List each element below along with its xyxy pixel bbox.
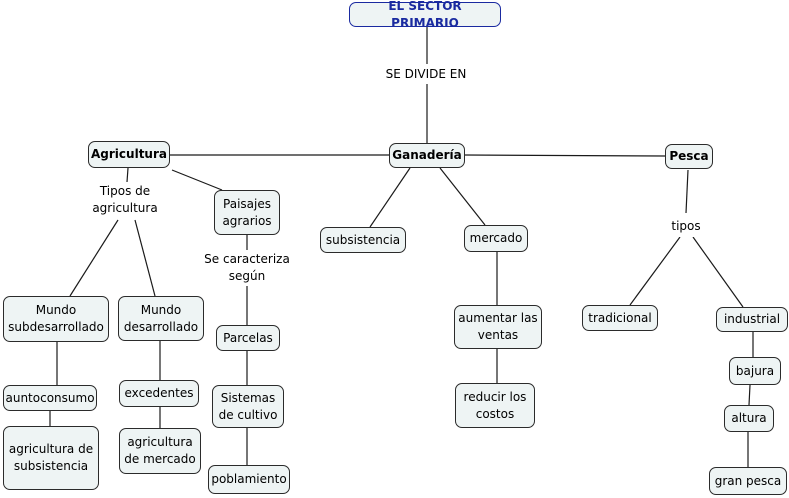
- node-industrial[interactable]: industrial: [716, 307, 788, 332]
- node-el-sector-primario[interactable]: EL SECTOR PRIMARIO: [349, 0, 501, 30]
- label-tipos-de-agricultura: Tipos de agricultura: [90, 182, 160, 218]
- label-tipos: tipos: [667, 215, 705, 237]
- node-sistemas-de-cultivo[interactable]: Sistemas de cultivo: [212, 385, 284, 428]
- node-agricultura[interactable]: Agricultura: [88, 141, 170, 168]
- node-mundo-desarrollado[interactable]: Mundo desarrollado: [118, 296, 204, 341]
- node-tradicional[interactable]: tradicional: [582, 305, 658, 331]
- node-parcelas[interactable]: Parcelas: [216, 325, 280, 351]
- node-paisajes-agrarios[interactable]: Paisajes agrarios: [214, 190, 280, 235]
- link-ganaderia-mercado: [439, 167, 486, 226]
- link-tipos-industrial: [692, 236, 744, 308]
- link-pesca-tipos: [685, 169, 689, 214]
- link-tipos-mundosub: [69, 219, 119, 297]
- link-tipos-mundodes: [134, 219, 156, 297]
- link-agricultura-tipos: [126, 167, 129, 183]
- node-poblamiento[interactable]: poblamiento: [208, 465, 290, 494]
- node-altura[interactable]: altura: [724, 405, 774, 432]
- node-ganaderia[interactable]: Ganadería: [389, 143, 465, 168]
- node-mercado[interactable]: mercado: [464, 225, 528, 252]
- link-agricultura-paisajes: [171, 169, 223, 191]
- node-excedentes[interactable]: excedentes: [119, 380, 199, 407]
- node-aumentar-las-ventas[interactable]: aumentar las ventas: [454, 305, 542, 349]
- node-pesca[interactable]: Pesca: [665, 144, 713, 169]
- node-subsistencia[interactable]: subsistencia: [320, 227, 406, 253]
- label-se-divide-en: SE DIVIDE EN: [377, 64, 475, 84]
- link-tipos-tradicional: [629, 236, 681, 306]
- node-agricultura-de-mercado[interactable]: agricultura de mercado: [119, 428, 201, 474]
- node-gran-pesca[interactable]: gran pesca: [709, 467, 787, 495]
- node-agricultura-de-subsistencia[interactable]: agricultura de subsistencia: [3, 426, 99, 490]
- node-bajura[interactable]: bajura: [729, 357, 781, 385]
- link-ganaderia-pesca: [464, 154, 666, 157]
- node-reducir-los-costos[interactable]: reducir los costos: [455, 383, 535, 428]
- node-auntoconsumo[interactable]: auntoconsumo: [3, 385, 97, 411]
- node-mundo-subdesarrollado[interactable]: Mundo subdesarrollado: [3, 296, 109, 342]
- link-bajura-altura: [748, 384, 751, 406]
- label-se-caracteriza-segun: Se caracteriza según: [203, 250, 291, 286]
- link-ganaderia-subsistencia: [369, 167, 411, 228]
